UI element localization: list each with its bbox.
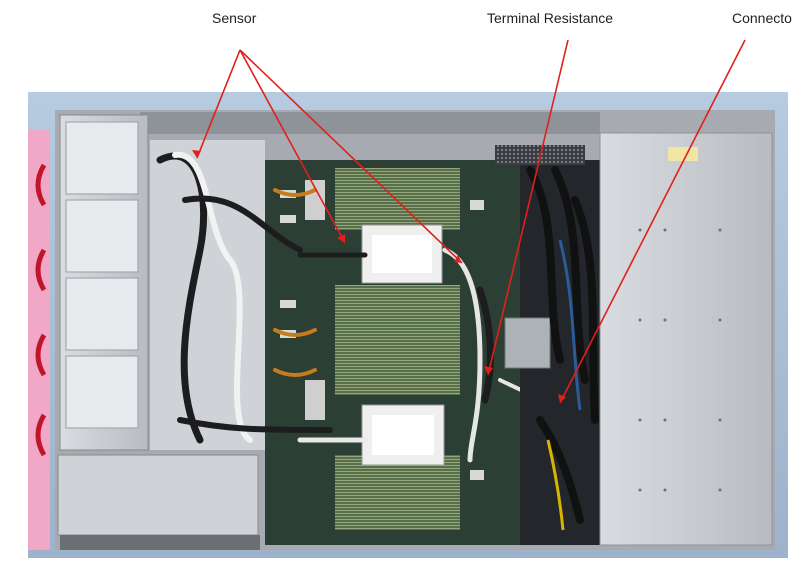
psu-bezel — [60, 535, 260, 550]
chassis-top-edge — [140, 112, 600, 134]
fan-cables — [35, 163, 47, 457]
cpu-heatsink-1 — [361, 224, 443, 284]
drive-cage — [599, 132, 773, 546]
dimm-bank-top — [335, 168, 460, 230]
connector-callout-line — [559, 39, 746, 404]
dimm-bank-bottom — [335, 455, 460, 530]
yellow-cables — [546, 439, 565, 531]
sas-cables — [526, 166, 599, 524]
drive-cage-holes — [638, 228, 722, 492]
blue-cables — [558, 239, 582, 411]
connector-label: Connecto — [732, 10, 792, 26]
sensor-label: Sensor — [212, 10, 257, 26]
callout-lines — [196, 39, 746, 404]
cpu-heatsink-2 — [361, 404, 445, 466]
warning-sticker — [668, 147, 698, 161]
sensor-callout-line-3 — [239, 49, 463, 264]
callout-arrowheads — [192, 150, 566, 403]
dimm-bank-middle — [335, 285, 460, 395]
terminal-resistance-callout-line — [487, 39, 569, 376]
sensor-callout-line-1 — [196, 49, 241, 159]
power-supply — [57, 454, 259, 536]
terminal-resistance-label: Terminal Resistance — [487, 10, 614, 26]
chipset-heatsink — [504, 317, 551, 369]
air-duct — [150, 140, 265, 450]
sensor-callout-line-2 — [239, 49, 346, 244]
fan-modules — [65, 121, 139, 429]
internal-cables — [156, 151, 562, 463]
